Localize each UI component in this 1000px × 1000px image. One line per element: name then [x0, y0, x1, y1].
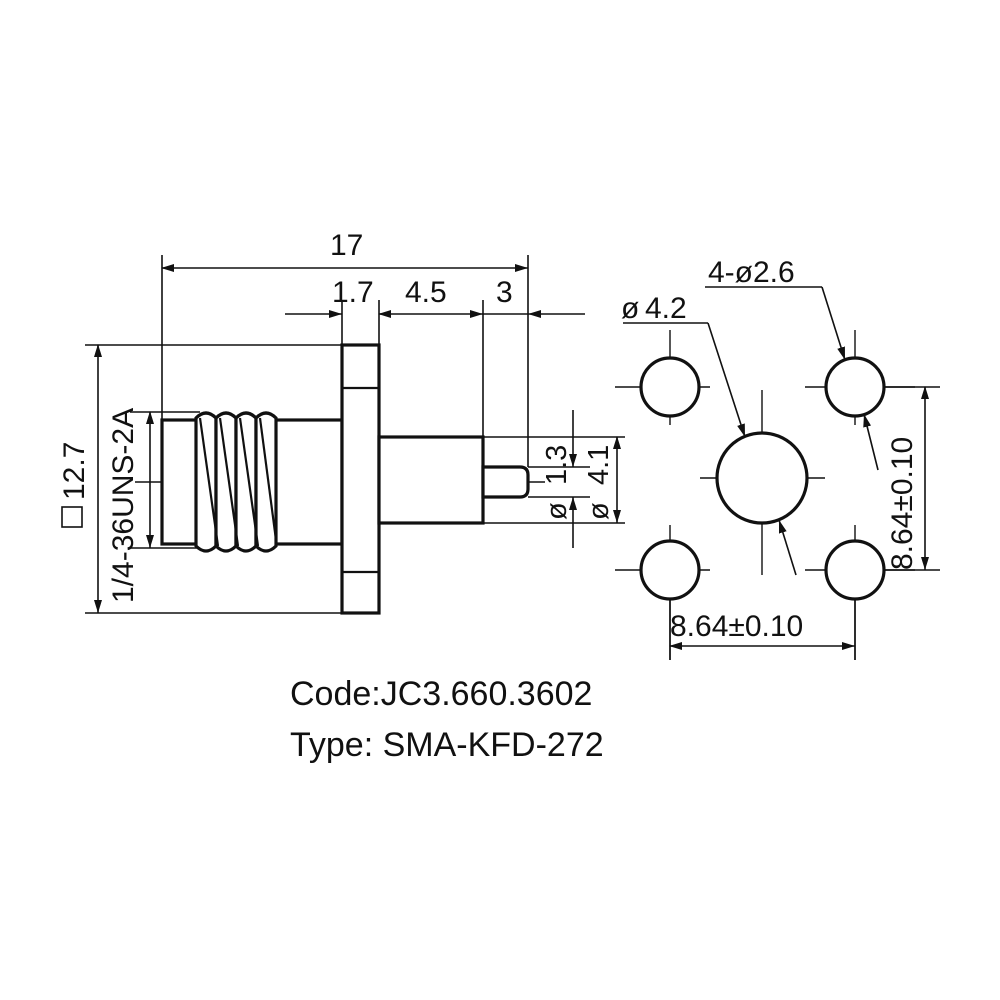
side-view — [135, 343, 545, 615]
dim-spacing-horizontal-label: 8.64±0.10 — [670, 610, 803, 643]
dim-overall-length-label: 17 — [330, 229, 363, 262]
center-hole — [715, 431, 809, 525]
dim-flange-thickness-label: 1.7 — [332, 276, 374, 309]
dim-body-dia-label: 4.1 — [583, 445, 615, 485]
mount-hole-bottom-left — [639, 539, 701, 601]
center-hole-dia-symbol: ø — [621, 292, 639, 325]
dim-pin-dia-label: 1.3 — [541, 445, 573, 485]
thread-coils — [194, 411, 278, 553]
dim-flange-square-label: 12.7 — [58, 442, 91, 500]
front-view — [615, 330, 915, 660]
center-hole-leader — [707, 322, 746, 438]
dim-spacing-vertical-label: 8.64±0.10 — [886, 437, 919, 570]
dim-body-dia-symbol: ø — [583, 502, 615, 520]
mount-holes-leader — [821, 286, 846, 361]
product-code: Code:JC3.660.3602 — [290, 675, 593, 713]
center-hole-label: 4.2 — [645, 292, 687, 325]
mount-holes-label: 4-ø2.6 — [708, 256, 795, 289]
dim-pin-dia-symbol: ø — [541, 502, 573, 520]
dim-body-length-label: 4.5 — [405, 276, 447, 309]
product-type: Type: SMA-KFD-272 — [290, 726, 604, 764]
center-hole-leader-tail — [778, 519, 797, 576]
flange — [340, 343, 381, 615]
side-dimensions: 17 1.7 4.5 3 12.7 1/4-36UNS-2A ø 1.3 ø 4… — [58, 229, 625, 614]
dim-thread-label: 1/4-36UNS-2A — [107, 408, 140, 603]
mount-hole-top-right — [824, 356, 886, 418]
mount-holes-leader-tail — [863, 413, 879, 471]
dim-pin-length-label: 3 — [496, 276, 513, 309]
mount-hole-bottom-right — [824, 539, 886, 601]
front-dimensions: ø 4.2 4-ø2.6 8.64±0.10 8.64±0.10 — [621, 256, 940, 660]
mount-hole-top-left — [639, 356, 701, 418]
rear-body — [377, 435, 485, 525]
center-pin — [481, 465, 530, 499]
square-symbol — [61, 506, 83, 528]
